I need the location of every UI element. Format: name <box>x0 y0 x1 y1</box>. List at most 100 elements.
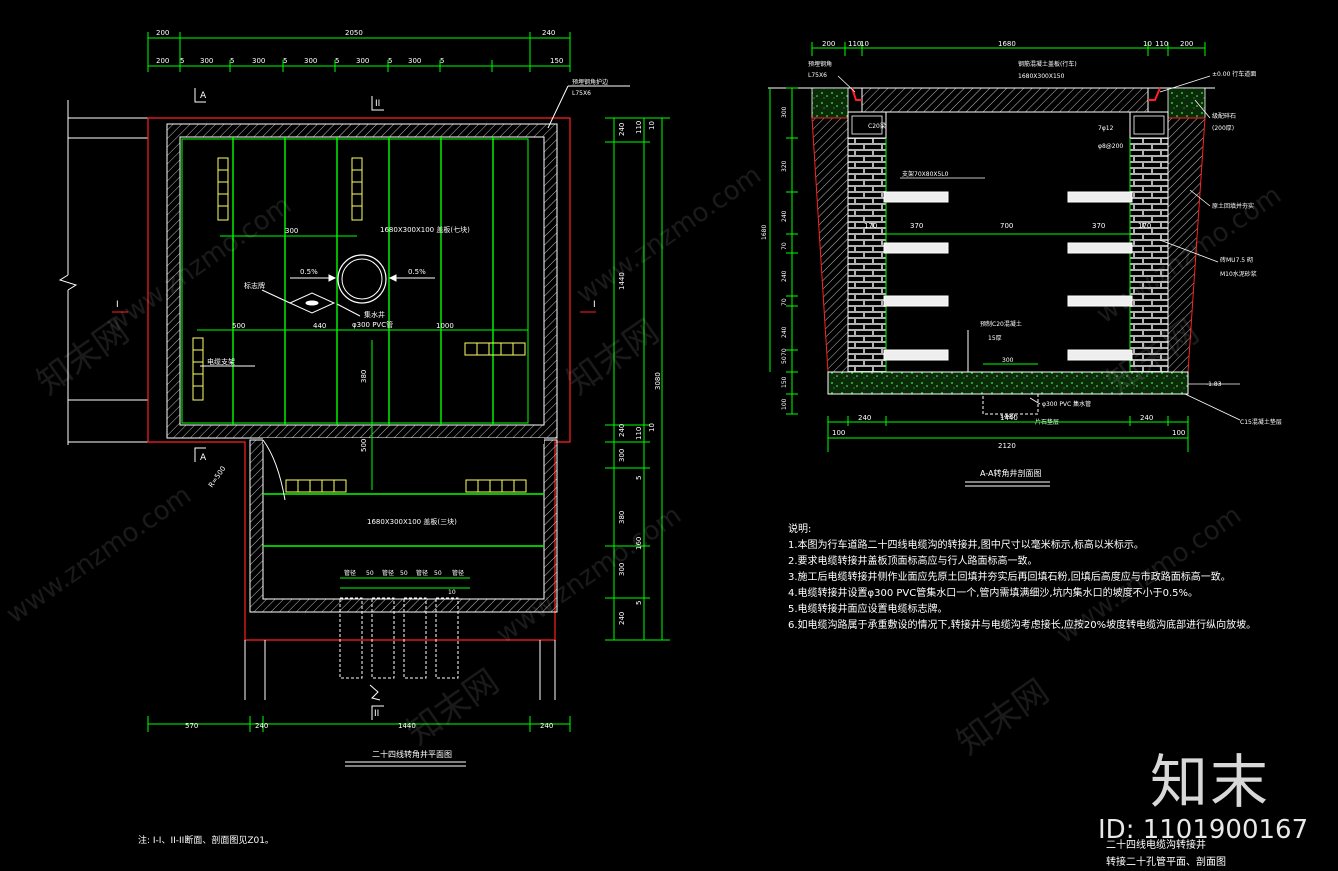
dim-label: 100 <box>1172 429 1185 437</box>
pipe-stub-lines <box>244 640 556 701</box>
dim-label: 110 <box>848 40 861 48</box>
dim-label: 1440 <box>618 272 626 290</box>
plan-view: 200 2050 240 200 5 300 5 300 5 300 5 300… <box>58 29 670 846</box>
section-bottom-dimensions <box>827 416 1189 452</box>
bracket-arms <box>883 191 1133 361</box>
dim-label: 300 <box>304 57 317 65</box>
dim-label: 200 <box>1180 40 1193 48</box>
c15-label: C15混凝土垫层 <box>1240 418 1282 426</box>
pipe-label: 集水井 <box>364 310 385 319</box>
dim-label: 1680 <box>998 40 1016 48</box>
dim-label: 570 <box>185 722 198 730</box>
plan-right-dimensions <box>605 117 670 641</box>
gravel-top-right <box>1167 87 1206 119</box>
dim-label: 300 <box>618 449 626 462</box>
beam-right-label-1: 7φ12 <box>1098 125 1114 132</box>
brick-label: 砖MU7.5 砌 <box>1220 256 1253 264</box>
section-view: 200 110 10 1680 10 110 200 <box>761 40 1282 487</box>
dim-label: 200 <box>156 57 169 65</box>
brand-id: ID: 1101900167 <box>1098 815 1309 845</box>
dim-label: 150 <box>781 376 788 388</box>
cover-spec: 1680X300X150 <box>1018 73 1065 80</box>
brackets-plan <box>192 157 527 493</box>
gravel-thick: (200厚) <box>1212 125 1234 132</box>
dim-label: 5 <box>388 57 392 65</box>
footnote: 注: I-I、II-II断面、剖面图见Z01。 <box>138 834 274 846</box>
dim-label: 110 <box>635 121 643 134</box>
plan-top-dimensions <box>147 32 571 72</box>
sump-thick: 15厚 <box>988 335 1002 342</box>
pipe-dim: 管径 <box>452 569 464 577</box>
dim-label: 240 <box>540 722 553 730</box>
dim-label: 110 <box>635 427 643 440</box>
dim-label: 380 <box>618 511 626 524</box>
radius-arc <box>262 439 286 501</box>
slope-left-label: 0.5% <box>300 268 318 276</box>
note-item: 1.本图为行车道路二十四线电缆沟的转接井,图中尺寸以毫米标示,标高以米标示。 <box>788 540 1144 551</box>
note-item: 4.电缆转接井设置φ300 PVC管集水口一个,管内需填满细沙,坑内集水口的坡度… <box>788 588 1199 599</box>
dim-label: 10 <box>1143 40 1152 48</box>
dim-label: 10 <box>648 121 656 130</box>
plan-red-boundary <box>147 117 571 641</box>
section-left-dimensions <box>769 87 798 415</box>
dim-label: 10 <box>860 40 869 48</box>
section-1-left: I <box>116 300 119 310</box>
titleblock-line2: 转接二十孔管平面、剖面图 <box>1106 857 1226 868</box>
dim-label: 5 <box>635 476 643 480</box>
section-1-right: I <box>593 300 596 310</box>
road-edge-lines <box>58 100 148 445</box>
slope-arrows <box>290 274 435 282</box>
dim-label: 370 <box>1092 222 1105 230</box>
brick-wall-left <box>847 137 887 373</box>
radius-label: R=500 <box>207 465 227 489</box>
dim-label: 150 <box>550 57 563 65</box>
dim-label: 200 <box>156 29 169 37</box>
sump <box>982 393 1039 415</box>
plan-title: 二十四线转角井平面图 <box>372 749 452 759</box>
cover-lower-label: 1680X300X100 盖板(三块) <box>367 517 457 526</box>
pipe-spec: φ300 PVC管 <box>352 320 393 329</box>
bracket-label: 电缆支架 <box>207 357 235 366</box>
angle-label: L75X6 <box>572 90 591 97</box>
angle-leader <box>547 85 630 129</box>
beam-right-label-2: φ8@200 <box>1098 143 1123 150</box>
section-inner-green <box>885 138 1131 372</box>
pipe-dim: 管径 <box>382 569 394 577</box>
dim-label: 240 <box>618 612 626 625</box>
dim-label: 300 <box>356 57 369 65</box>
dim-label: 5 <box>635 601 643 605</box>
dim-500v: 500 <box>360 439 368 452</box>
dim-label: 240 <box>781 210 788 222</box>
dim-1440: 1440 <box>1000 413 1015 420</box>
cover-slab <box>861 87 1149 113</box>
marker-sign-icon <box>200 289 361 367</box>
angle-note: 预埋钢角护边 <box>572 78 608 86</box>
dim-label: 240 <box>781 326 788 338</box>
pipe-dim: 管径 <box>416 569 428 577</box>
dim-total: 2120 <box>998 442 1016 450</box>
dim-label: 70 <box>781 242 788 250</box>
note-item: 6.如电缆沟路属于承重敷设的情况下,转接井与电缆沟考虑接长,应按20%坡度转电缆… <box>788 620 1257 631</box>
dim-label: 370 <box>910 222 923 230</box>
section-leaders <box>837 75 1241 421</box>
design-notes: 说明: 1.本图为行车道路二十四线电缆沟的转接井,图中尺寸以毫米标示,标高以米标… <box>788 522 1256 634</box>
dim-label: 5 <box>180 57 184 65</box>
angle-label: L75X6 <box>808 72 827 79</box>
dim-label: 240 <box>255 722 268 730</box>
dim-label: 100 <box>781 398 788 410</box>
brick-wall-right <box>1129 137 1169 373</box>
dim-label: 320 <box>781 160 788 172</box>
dim-label: 100 <box>832 429 845 437</box>
cover-upper-label: 1680X300X100 盖板(七块) <box>380 225 470 234</box>
dim-1000: 1000 <box>436 322 454 330</box>
section-top-dimensions <box>811 42 1206 56</box>
section-a-bottom: A <box>200 453 207 463</box>
titleblock-line1: 二十四线电缆沟转接井 <box>1106 840 1206 851</box>
section-2-bottom: II <box>374 709 379 719</box>
brand-logo: 知末 <box>1150 748 1271 816</box>
dim-label: 2050 <box>345 29 363 37</box>
cover-slabs-lower <box>263 493 544 547</box>
dim-label: 10 <box>648 423 656 432</box>
slope-right-label: 0.5% <box>408 268 426 276</box>
angle-note: 预埋钢角 <box>808 60 832 68</box>
